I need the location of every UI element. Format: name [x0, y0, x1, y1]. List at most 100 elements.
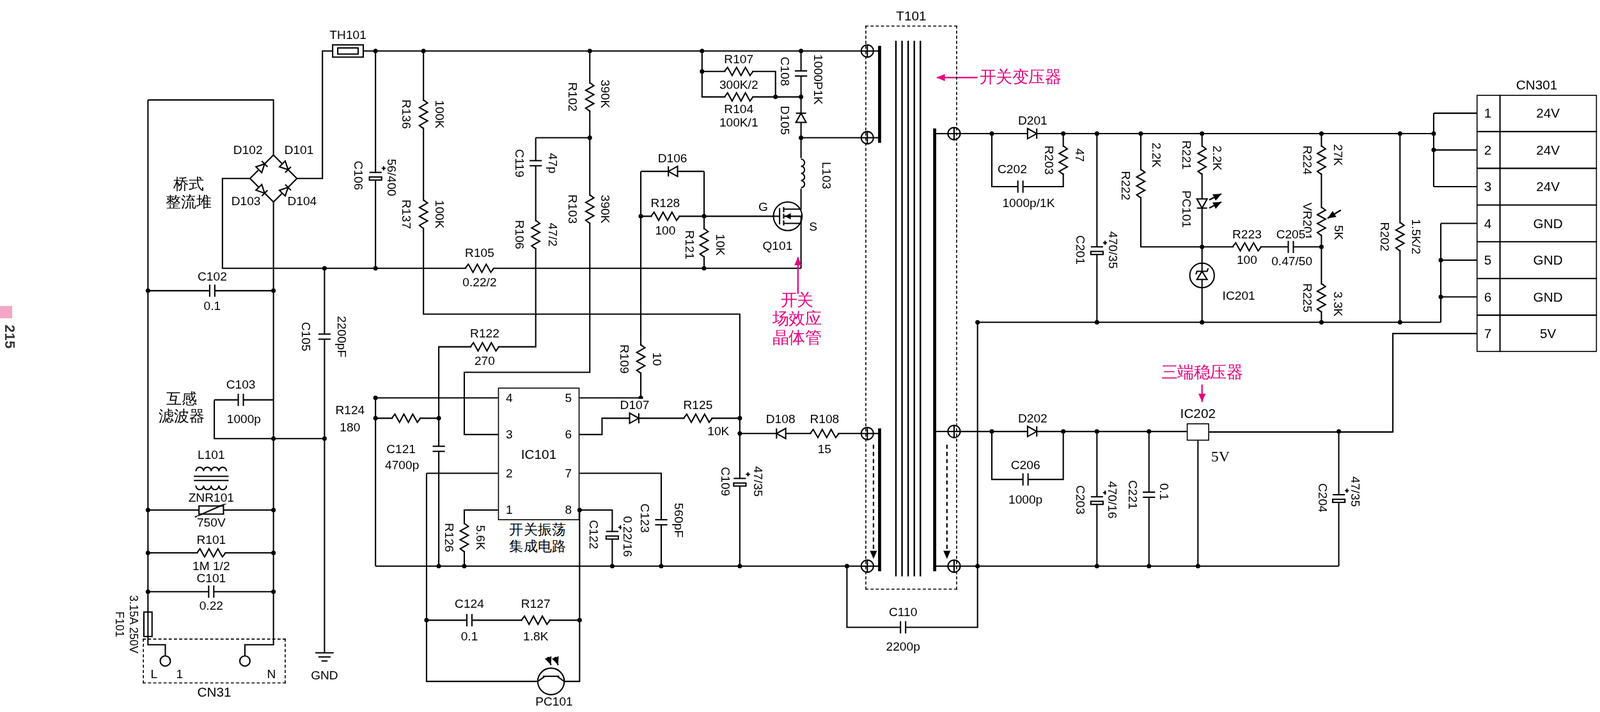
part-label: N: [267, 668, 277, 681]
gate-lead: [773, 215, 781, 217]
wire: [1476, 314, 1597, 316]
part-label: 100K: [433, 200, 446, 229]
part-label: 4700p: [384, 459, 419, 472]
resistor-zigzag: [650, 212, 680, 221]
part-label: Q101: [762, 239, 793, 252]
junction-dot: [145, 551, 151, 556]
junction-dot: [844, 564, 850, 569]
resistor-zigzag: [419, 99, 428, 129]
diode-body: [1197, 198, 1208, 208]
junction-dot: [373, 266, 378, 271]
source-lead: [783, 223, 801, 226]
resistor-symbol: [1134, 169, 1147, 199]
resistor-symbol: [1315, 145, 1328, 175]
terminal-cross: [866, 560, 868, 573]
choke-coil: [195, 486, 227, 490]
arrow-head: [936, 74, 946, 82]
junction-dot: [322, 436, 327, 442]
part-label: 1M 1/2: [192, 560, 231, 573]
part-label: L103: [820, 161, 833, 190]
wire: [374, 51, 377, 269]
light-arrow: [1209, 202, 1222, 210]
node-label: CN301: [1516, 78, 1558, 93]
diode-symbol: [279, 161, 291, 173]
wire: [991, 431, 1064, 480]
wire: [1197, 440, 1199, 566]
transformer-box: T101: [865, 25, 958, 591]
terminal-ring: [861, 44, 874, 57]
resistor-symbol: [1232, 241, 1262, 254]
capacitor-plate: [529, 159, 542, 162]
capacitor-mask: [1023, 476, 1029, 483]
capacitor-symbol: [209, 284, 215, 297]
part-label: 8: [564, 503, 572, 517]
part-label: R103: [566, 194, 579, 224]
wiper-arrow: [1327, 210, 1342, 219]
resistor-symbol: [417, 200, 430, 229]
junction-dot: [701, 214, 706, 219]
wire: [579, 171, 641, 398]
capacitor-plate: [1022, 180, 1024, 193]
resistor-zigzag: [531, 220, 540, 250]
electrolytic-capacitor-symbol: [733, 472, 751, 487]
table-cell: 24V: [1536, 143, 1560, 157]
ground-symbol: [315, 652, 334, 662]
capacitor-plate: [207, 585, 210, 598]
choke-core: [193, 475, 229, 478]
part-label: D108: [766, 413, 796, 426]
arrow-head: [943, 551, 951, 560]
resistor-symbol: [1315, 207, 1328, 236]
resistor-zigzag: [724, 67, 754, 76]
diode-bar: [261, 161, 268, 167]
junction-dot: [737, 431, 742, 437]
table-cell: 3: [1484, 180, 1492, 194]
junction-dot: [1319, 131, 1324, 137]
resistor-symbol: [196, 546, 226, 559]
callout-text: 开关变压器: [979, 69, 1062, 87]
part-label: 27K: [1331, 144, 1344, 167]
capacitor-symbol: [432, 446, 446, 452]
junction-dot: [271, 436, 276, 442]
junction-dot: [587, 48, 593, 54]
part-label: R121: [683, 230, 696, 260]
capacitor-plate: [1332, 499, 1345, 503]
winding-terminal: [861, 427, 874, 440]
wire: [438, 137, 536, 566]
capacitor-symbol: [1023, 473, 1029, 487]
drain-lead: [783, 207, 801, 210]
part-label: 5K: [1332, 225, 1345, 240]
wire: [1476, 167, 1597, 169]
junction-dot: [773, 94, 778, 100]
shield-arrow: [943, 445, 951, 560]
part-label: 300K/2: [719, 78, 759, 91]
light-arrow: [1209, 193, 1222, 201]
resistor-zigzag: [521, 616, 550, 625]
light-arrow: [551, 656, 559, 666]
part-label: R107: [723, 53, 754, 66]
wire: [374, 397, 377, 566]
part-label: GND: [310, 669, 339, 682]
part-label: 470/35: [1106, 231, 1120, 270]
resistor-symbol: [683, 412, 713, 425]
part-label: F101: [113, 611, 126, 638]
part-label: 47p: [546, 152, 559, 174]
junction-dot: [145, 589, 151, 595]
part-label: 1000p: [227, 413, 261, 426]
arrow-head: [544, 656, 552, 666]
resistor-zigzag: [1317, 283, 1326, 313]
wire: [977, 321, 1441, 323]
collector-lead: [537, 676, 545, 682]
diode-body: [1027, 128, 1037, 139]
arrow-shaft: [872, 445, 875, 560]
capacitor-mask: [658, 519, 665, 526]
varistor-slash: [195, 503, 228, 518]
part-label: R136: [400, 99, 413, 130]
junction-dot: [658, 564, 664, 569]
capacitor-plate: [794, 75, 808, 77]
capacitor-plate: [432, 445, 446, 448]
resistor-zigzag: [470, 342, 500, 352]
arrow-head: [1212, 193, 1222, 201]
part-label: PC101: [535, 695, 573, 708]
part-label: 1000P1K: [812, 54, 825, 105]
part-label: 180: [339, 421, 361, 434]
